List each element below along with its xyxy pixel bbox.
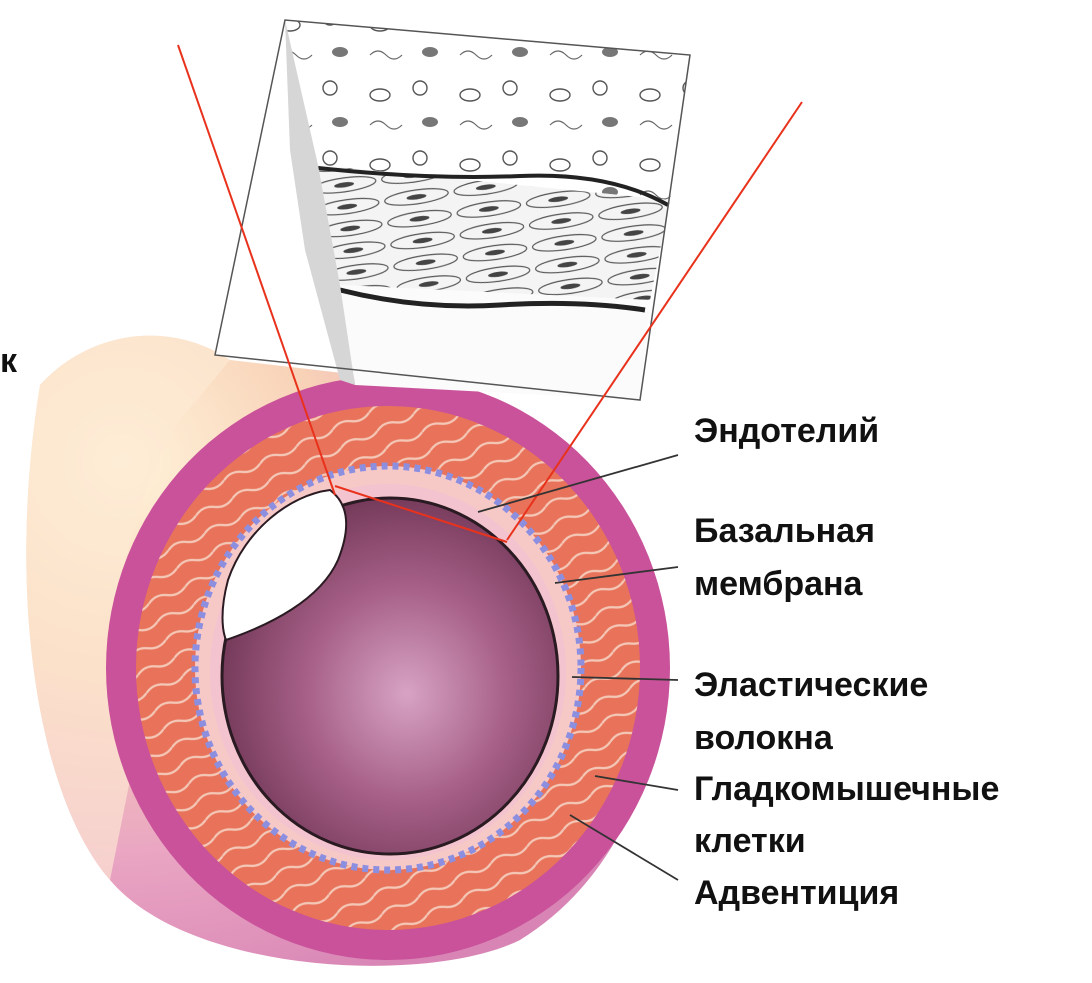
label-smooth-muscle-1: Гладкомышечные	[694, 768, 999, 810]
label-elastic-fibers-1: Эластические	[694, 664, 928, 706]
label-smooth-muscle-2: клетки	[694, 820, 806, 862]
tissue-block	[215, 20, 690, 400]
label-endothelium: Эндотелий	[694, 410, 879, 452]
label-basement-membrane-1: Базальная	[694, 510, 875, 552]
label-adventitia: Адвентиция	[694, 872, 899, 914]
cut-off-label: к	[0, 340, 20, 382]
label-basement-membrane-2: мембрана	[694, 563, 862, 605]
label-elastic-fibers-2: волокна	[694, 717, 833, 759]
